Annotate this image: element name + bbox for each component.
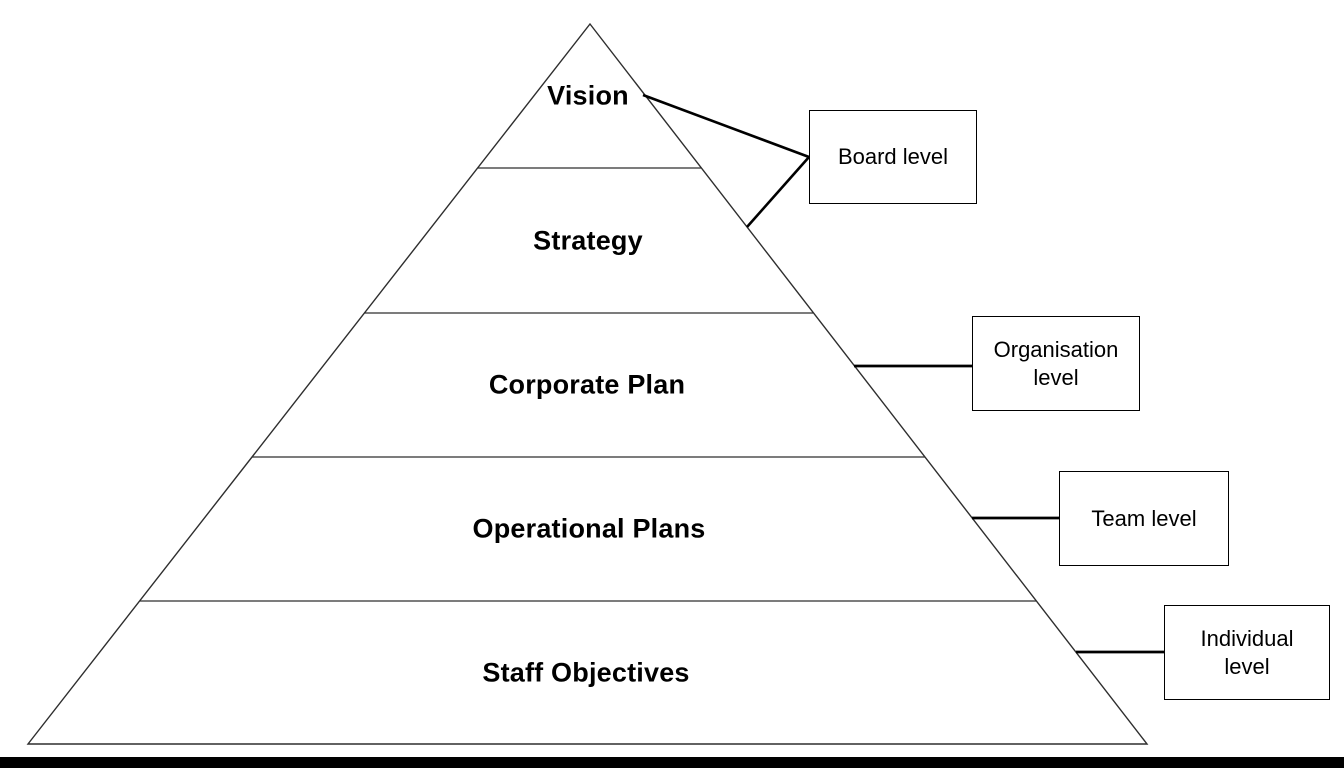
- bottom-bar: [0, 757, 1344, 768]
- team-level-label: Team level: [1091, 505, 1197, 531]
- individual-level-box: Individual level: [1164, 605, 1330, 700]
- individual-level-label: Individual level: [1200, 626, 1294, 679]
- board-level-box: Board level: [809, 110, 977, 204]
- organisation-level-label: Organisation level: [993, 337, 1119, 390]
- pyramid-level-label-vision: Vision: [547, 80, 629, 111]
- organisation-level-box: Organisation level: [972, 316, 1140, 411]
- board-level-label: Board level: [837, 144, 949, 170]
- pyramid-level-label-corporate-plan: Corporate Plan: [488, 369, 686, 400]
- pyramid-level-label-staff-objectives: Staff Objectives: [482, 657, 690, 688]
- connector-vision-to-board: [642, 93, 810, 159]
- team-level-box: Team level: [1059, 471, 1229, 566]
- pyramid-level-label-strategy: Strategy: [533, 225, 643, 256]
- pyramid-level-label-operational-plans: Operational Plans: [472, 513, 706, 544]
- pyramid-outline: [26, 22, 1149, 745]
- connector-strategy-to-board: [746, 156, 810, 228]
